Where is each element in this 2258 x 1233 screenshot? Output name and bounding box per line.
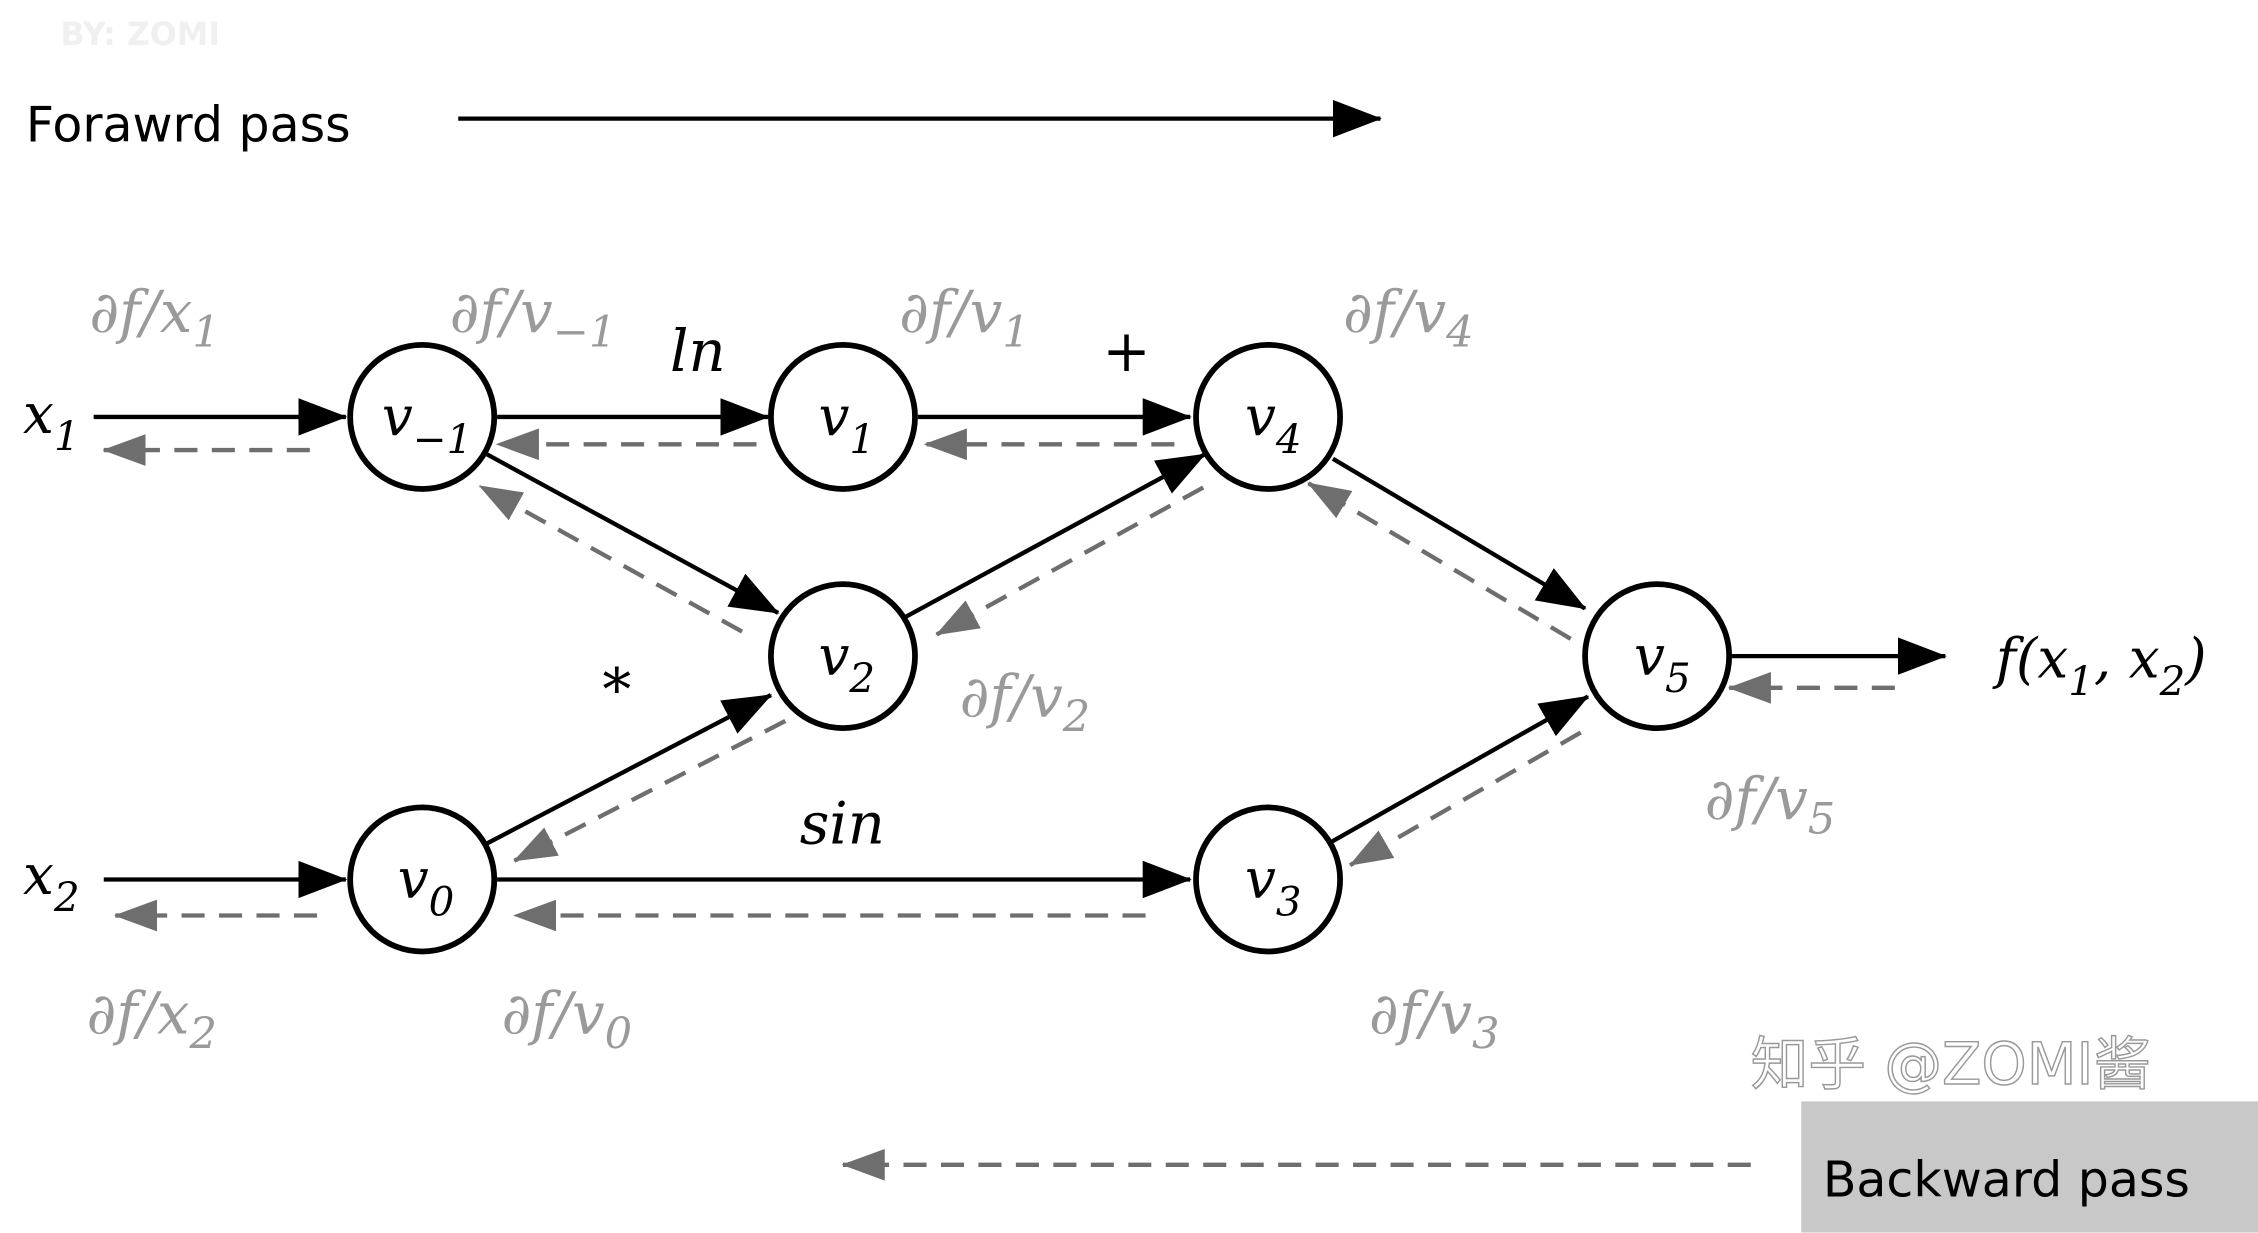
svg-text:v0: v0 (398, 847, 455, 925)
backward-edge-v5-to-v3 (1348, 730, 1582, 867)
node-v5: v5 (1582, 581, 1733, 732)
svg-text:v3: v3 (1245, 847, 1302, 925)
svg-text:v5: v5 (1634, 624, 1691, 702)
backward-edge-v2-to-v-1 (478, 484, 744, 634)
edges (93, 398, 1947, 932)
svg-text:v2: v2 (818, 624, 875, 702)
op-sin: sin (800, 790, 885, 857)
op-ln: ln (670, 318, 726, 385)
input-x1: x1 (23, 382, 80, 460)
input-x2: x2 (23, 843, 80, 921)
watermark-top: BY: ZOMI (61, 17, 221, 53)
backward-edge-v5-to-v4 (1307, 481, 1572, 641)
grad-v1: ∂f/v1 (899, 279, 1030, 357)
grad-v0: ∂f/v0 (501, 981, 632, 1059)
node-v-1: v−1 (347, 341, 498, 492)
backward-edge-v2-to-v0 (513, 719, 787, 863)
svg-text:v−1: v−1 (382, 385, 472, 463)
svg-text:v4: v4 (1245, 385, 1302, 463)
backward-pass-label: Backward pass (1823, 1151, 2190, 1208)
node-v4: v4 (1193, 341, 1343, 492)
grad-v2: ∂f/v2 (960, 664, 1091, 742)
svg-text:v1: v1 (818, 385, 875, 463)
grad-v-1: ∂f/v−1 (450, 279, 617, 357)
op-plus: + (1102, 318, 1150, 385)
forward-edge-v3-to-v5 (1327, 694, 1590, 846)
output-f: f(x1, x2) (1992, 627, 2207, 705)
forward-pass-label: Forawrd pass (26, 97, 351, 154)
grad-v3: ∂f/v3 (1369, 981, 1500, 1059)
forward-edge-v4-to-v5 (1331, 456, 1587, 611)
node-v0: v0 (347, 804, 498, 955)
forward-edge-v0-to-v2 (486, 693, 773, 846)
grad-v4: ∂f/v4 (1343, 279, 1474, 357)
node-v1: v1 (768, 341, 918, 492)
watermark-bottom: 知乎 @ZOMI酱 (1751, 1031, 2151, 1098)
node-v2: v2 (768, 581, 918, 732)
backward-pass-box (1801, 1101, 2258, 1233)
grad-x2: ∂f/x2 (86, 981, 217, 1059)
node-v3: v3 (1193, 804, 1343, 955)
op-multiply: * (602, 656, 631, 723)
forward-edge-v-1-to-v2 (486, 452, 780, 615)
forward-edge-v2-to-v4 (903, 452, 1206, 620)
grad-x1: ∂f/x1 (89, 279, 220, 357)
backward-edge-v4-to-v2 (935, 485, 1205, 637)
grad-v5: ∂f/v5 (1705, 766, 1836, 844)
